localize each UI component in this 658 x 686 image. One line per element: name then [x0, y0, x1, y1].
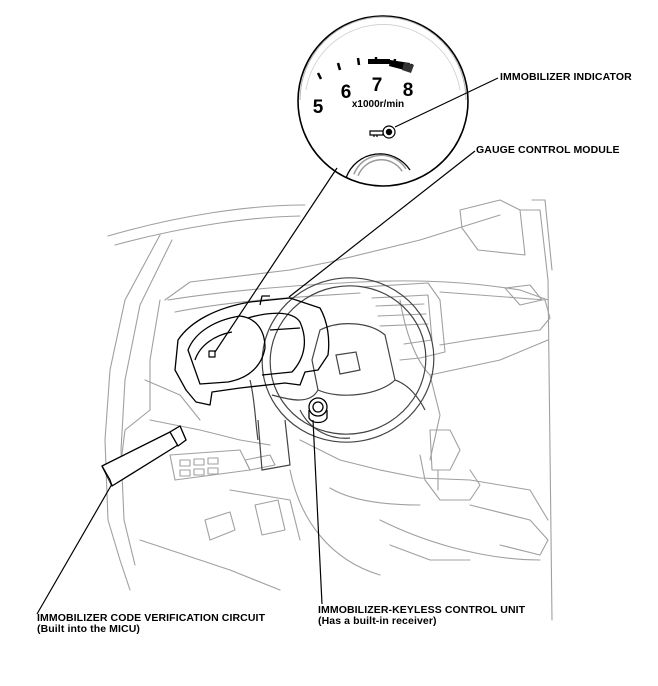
label-gauge-control-module: GAUGE CONTROL MODULE: [476, 144, 620, 156]
steering-wheel: [249, 277, 435, 471]
tach-numeral-8: 8: [403, 80, 414, 101]
ignition-key-cylinder: [308, 397, 328, 424]
tach-redline-band: [368, 59, 414, 73]
micu-unit: [101, 425, 187, 487]
tach-numeral-7: 7: [372, 75, 383, 96]
label-immobilizer-indicator: IMMOBILIZER INDICATOR: [500, 71, 632, 83]
key-icon: [369, 125, 396, 139]
leader-gauge-control-module: [288, 150, 476, 298]
tach-unit-label: x1000r/min: [352, 99, 404, 110]
label-keyless-control-unit: IMMOBILIZER-KEYLESS CONTROL UNIT: [318, 604, 526, 616]
label-code-verification-circuit: IMMOBILIZER CODE VERIFICATION CIRCUIT: [37, 612, 266, 624]
leader-immobilizer-indicator: [394, 77, 499, 128]
car-interior-linework: [104, 199, 553, 621]
tach-numeral-6: 6: [341, 82, 352, 103]
label-keyless-control-unit-note: (Has a built-in receiver): [318, 615, 437, 627]
tach-numeral-5: 5: [313, 97, 324, 118]
leader-lines: [36, 77, 499, 615]
leader-code-verification: [36, 483, 113, 615]
leader-magnifier-to-cluster: [214, 167, 338, 353]
leader-keyless-unit: [312, 419, 323, 605]
label-code-verification-note: (Built into the MICU): [37, 623, 140, 635]
magnified-tachometer: 5 6 7 8 x1000r/min: [297, 15, 469, 187]
